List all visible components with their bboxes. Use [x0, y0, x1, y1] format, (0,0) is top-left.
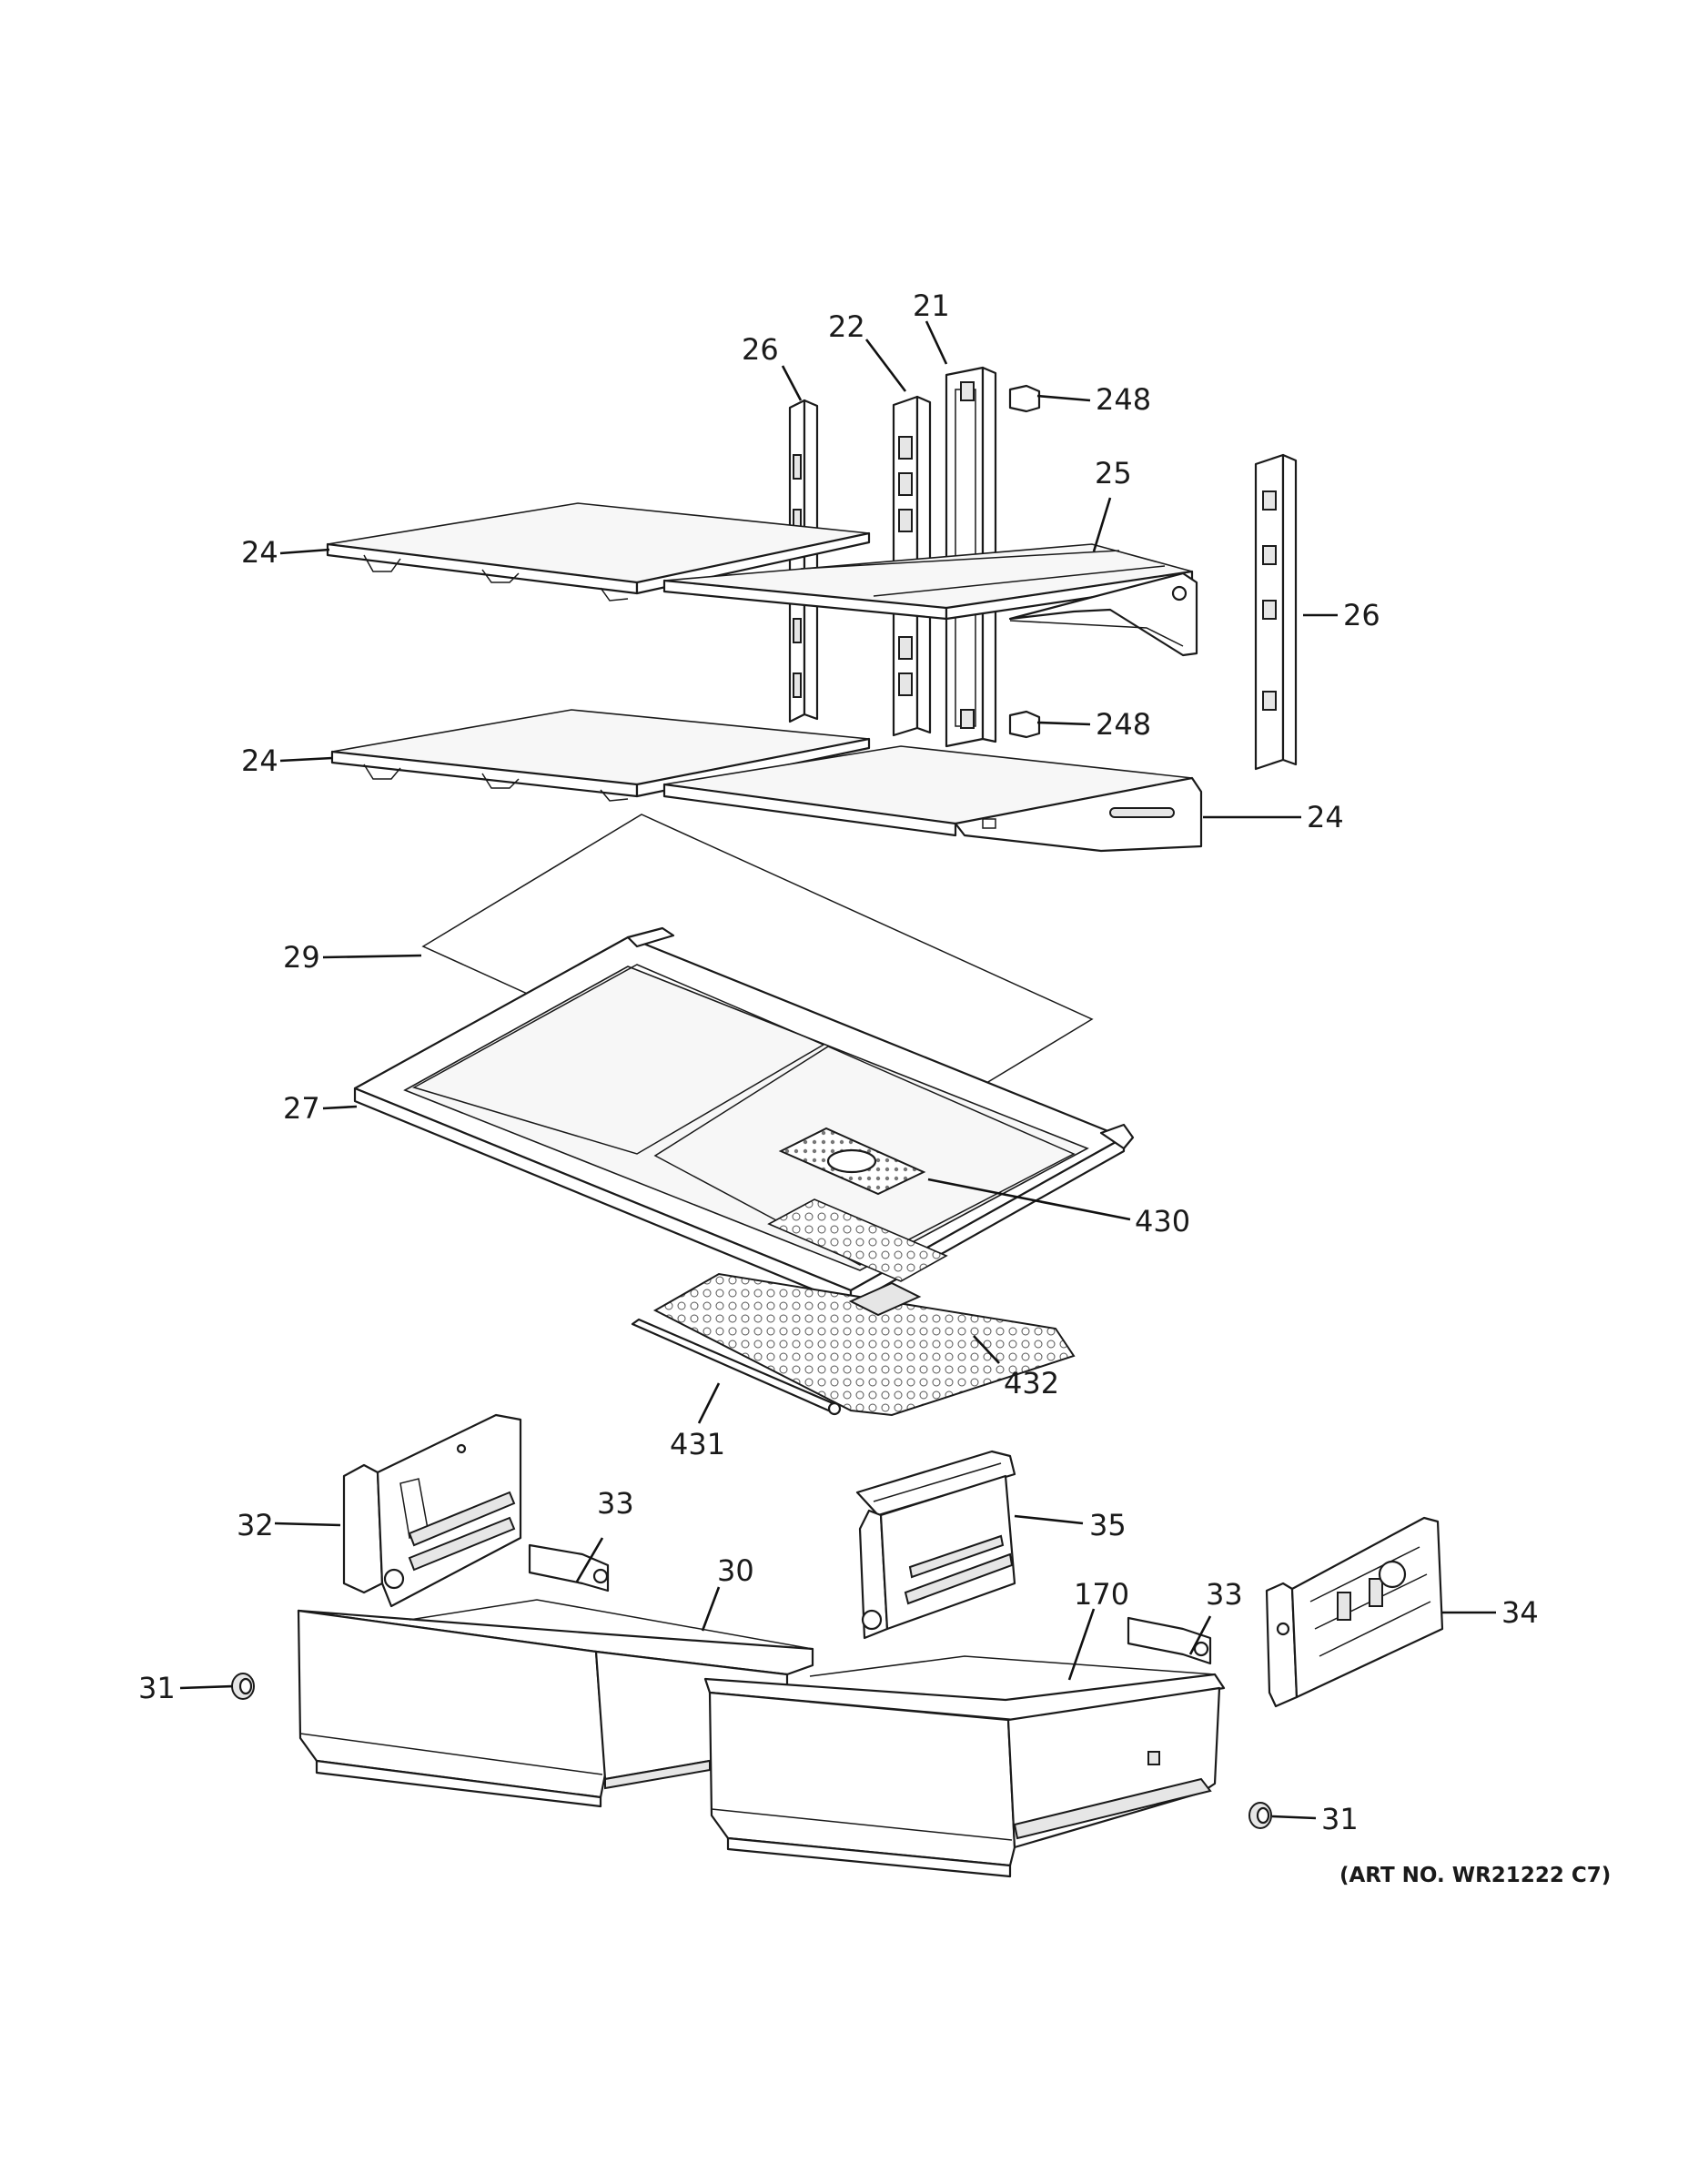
- callout-430: 430: [1135, 1204, 1190, 1239]
- rail-cap-top: [1008, 384, 1041, 413]
- drawer-slide-left: [342, 1413, 522, 1608]
- callout-432: 432: [1004, 1366, 1059, 1400]
- callout-24-top: 24: [241, 535, 278, 570]
- callout-170: 170: [1074, 1577, 1129, 1612]
- callout-29: 29: [283, 940, 320, 975]
- callout-24-right: 24: [1307, 800, 1344, 834]
- callout-33-right: 33: [1206, 1577, 1243, 1612]
- callout-248-middle: 248: [1096, 707, 1151, 742]
- callout-34: 34: [1501, 1595, 1539, 1630]
- leader-lines: [179, 320, 1496, 1820]
- callout-35: 35: [1089, 1508, 1127, 1542]
- callout-248-top: 248: [1096, 382, 1151, 417]
- shelf-rail-right: [1254, 453, 1298, 771]
- callout-431: 431: [670, 1427, 725, 1461]
- crisper-drawer-right: [703, 1655, 1226, 1878]
- callout-25: 25: [1095, 456, 1132, 490]
- callout-labels: 21 22 26 248 25 24 26 248 24 24 29 27 43…: [138, 288, 1611, 1887]
- shelf-upper-right-split: [662, 543, 1198, 657]
- callout-24-middle: 24: [241, 743, 278, 778]
- crisper-seal-strip: [631, 1318, 842, 1416]
- crisper-cover-frame: [353, 926, 1135, 1307]
- crisper-filter: [778, 1127, 926, 1196]
- rail-cap-middle: [1008, 710, 1041, 739]
- callout-26-right: 26: [1343, 598, 1380, 632]
- art-number: (ART NO. WR21222 C7): [1339, 1864, 1611, 1887]
- crisper-humidity-mesh: [652, 1198, 1076, 1417]
- shelf-lower-right: [662, 745, 1203, 853]
- callout-21: 21: [913, 288, 950, 323]
- shelf-rail-left: [788, 399, 819, 723]
- drawer-clip-left: [528, 1543, 610, 1592]
- callout-22: 22: [828, 309, 865, 344]
- callout-27: 27: [283, 1091, 320, 1126]
- drawer-slide-center: [855, 1450, 1016, 1640]
- callout-32: 32: [237, 1508, 274, 1542]
- drawer-clip-right: [1127, 1616, 1212, 1665]
- callout-33-left: 33: [597, 1486, 634, 1521]
- drawer-glide-left: [231, 1673, 255, 1700]
- callout-26-left: 26: [742, 332, 779, 367]
- callout-31-left: 31: [138, 1671, 176, 1705]
- drawer-slide-right: [1265, 1516, 1444, 1708]
- callout-31-right: 31: [1321, 1802, 1359, 1836]
- drawer-glide-right: [1248, 1802, 1272, 1829]
- callout-30: 30: [717, 1553, 754, 1588]
